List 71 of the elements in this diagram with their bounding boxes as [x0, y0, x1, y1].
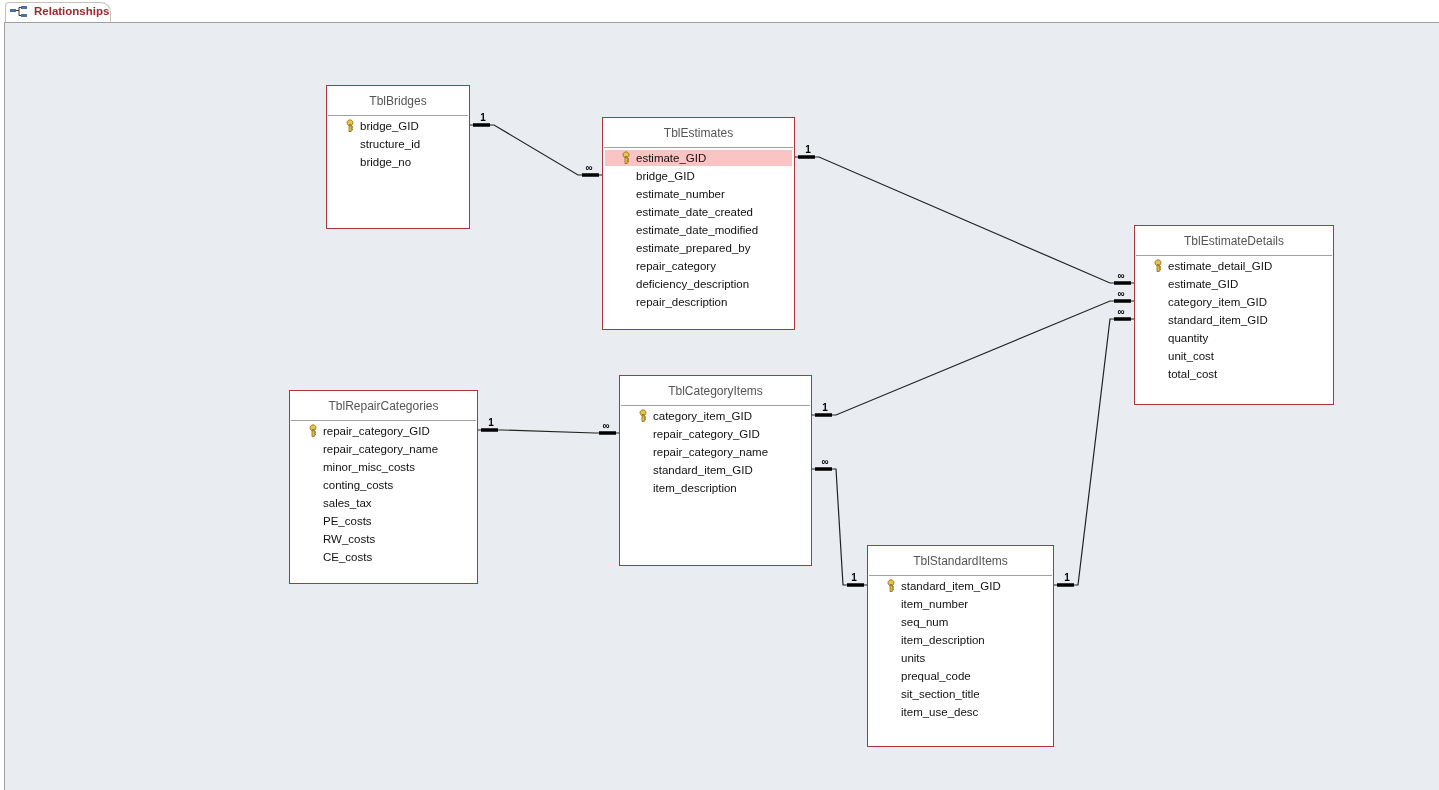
field-name: structure_id [360, 137, 421, 152]
cardinality-label: 1 [1064, 573, 1070, 583]
table-box [602, 117, 795, 330]
field-name: estimate_prepared_by [636, 241, 751, 256]
field-name: quantity [1168, 331, 1209, 346]
relationship-line [794, 155, 1135, 285]
table-title: TblRepairCategories [291, 391, 476, 421]
field-name: bridge_GID [360, 119, 419, 134]
relationship-line [469, 123, 603, 177]
field-name: units [901, 651, 926, 666]
table-title: TblCategoryItems [621, 376, 810, 406]
table-box [867, 545, 1054, 747]
field-name: total_cost [1168, 367, 1218, 382]
field-name: repair_category_name [323, 442, 439, 457]
field-name: repair_category [636, 259, 716, 274]
field-name: item_use_desc [901, 705, 979, 720]
field-name: sales_tax [323, 496, 372, 511]
field-name: item_description [901, 633, 985, 648]
field-name: item_number [901, 597, 969, 612]
field-name: RW_costs [323, 532, 376, 547]
table-title: TblStandardItems [869, 546, 1052, 576]
relationship-line [811, 299, 1135, 417]
cardinality-label: 1 [851, 573, 857, 583]
field-name: PE_costs [323, 514, 372, 529]
field-name: estimate_GID [636, 151, 707, 166]
field-name: repair_category_GID [653, 427, 760, 442]
cardinality-label: 1 [488, 418, 494, 428]
field-name: deficiency_description [636, 277, 750, 292]
tab-label: Relationships [34, 5, 110, 17]
field-name: repair_category_GID [323, 424, 430, 439]
relationship-line [477, 428, 620, 435]
field-name: standard_item_GID [1168, 313, 1268, 328]
table-box [289, 390, 478, 584]
table-box [619, 375, 812, 566]
table-title: TblEstimateDetails [1136, 226, 1332, 256]
field-name: repair_description [636, 295, 728, 310]
cardinality-label: ∞ [1117, 271, 1125, 281]
field-name: sit_section_title [901, 687, 980, 702]
field-name: category_item_GID [653, 409, 753, 424]
cardinality-label: ∞ [585, 163, 593, 173]
relationship-line [811, 467, 868, 587]
field-name: minor_misc_costs [323, 460, 416, 475]
table-box [326, 85, 470, 229]
table-title: TblEstimates [604, 118, 793, 148]
cardinality-label: ∞ [821, 457, 829, 467]
field-name: standard_item_GID [901, 579, 1001, 594]
field-name: CE_costs [323, 550, 373, 565]
field-name: conting_costs [323, 478, 394, 493]
field-name: repair_category_name [653, 445, 769, 460]
cardinality-label: ∞ [602, 421, 610, 431]
cardinality-label: 1 [805, 145, 811, 155]
relationship-line [1053, 317, 1135, 587]
cardinality-label: 1 [822, 403, 828, 413]
field-name: bridge_GID [636, 169, 695, 184]
field-name: item_description [653, 481, 737, 496]
field-name: seq_num [901, 615, 949, 630]
field-name: standard_item_GID [653, 463, 753, 478]
cardinality-label: ∞ [1117, 289, 1125, 299]
cardinality-label: 1 [480, 113, 486, 123]
field-name: estimate_date_modified [636, 223, 759, 238]
field-name: prequal_code [901, 669, 971, 684]
cardinality-label: ∞ [1117, 307, 1125, 317]
field-name: bridge_no [360, 155, 412, 170]
field-name: estimate_GID [1168, 277, 1239, 292]
field-name: estimate_detail_GID [1168, 259, 1273, 274]
field-name: unit_cost [1168, 349, 1215, 364]
field-name: estimate_number [636, 187, 725, 202]
table-box [1134, 225, 1334, 405]
field-name: estimate_date_created [636, 205, 753, 220]
field-name: category_item_GID [1168, 295, 1268, 310]
table-title: TblBridges [328, 86, 468, 116]
